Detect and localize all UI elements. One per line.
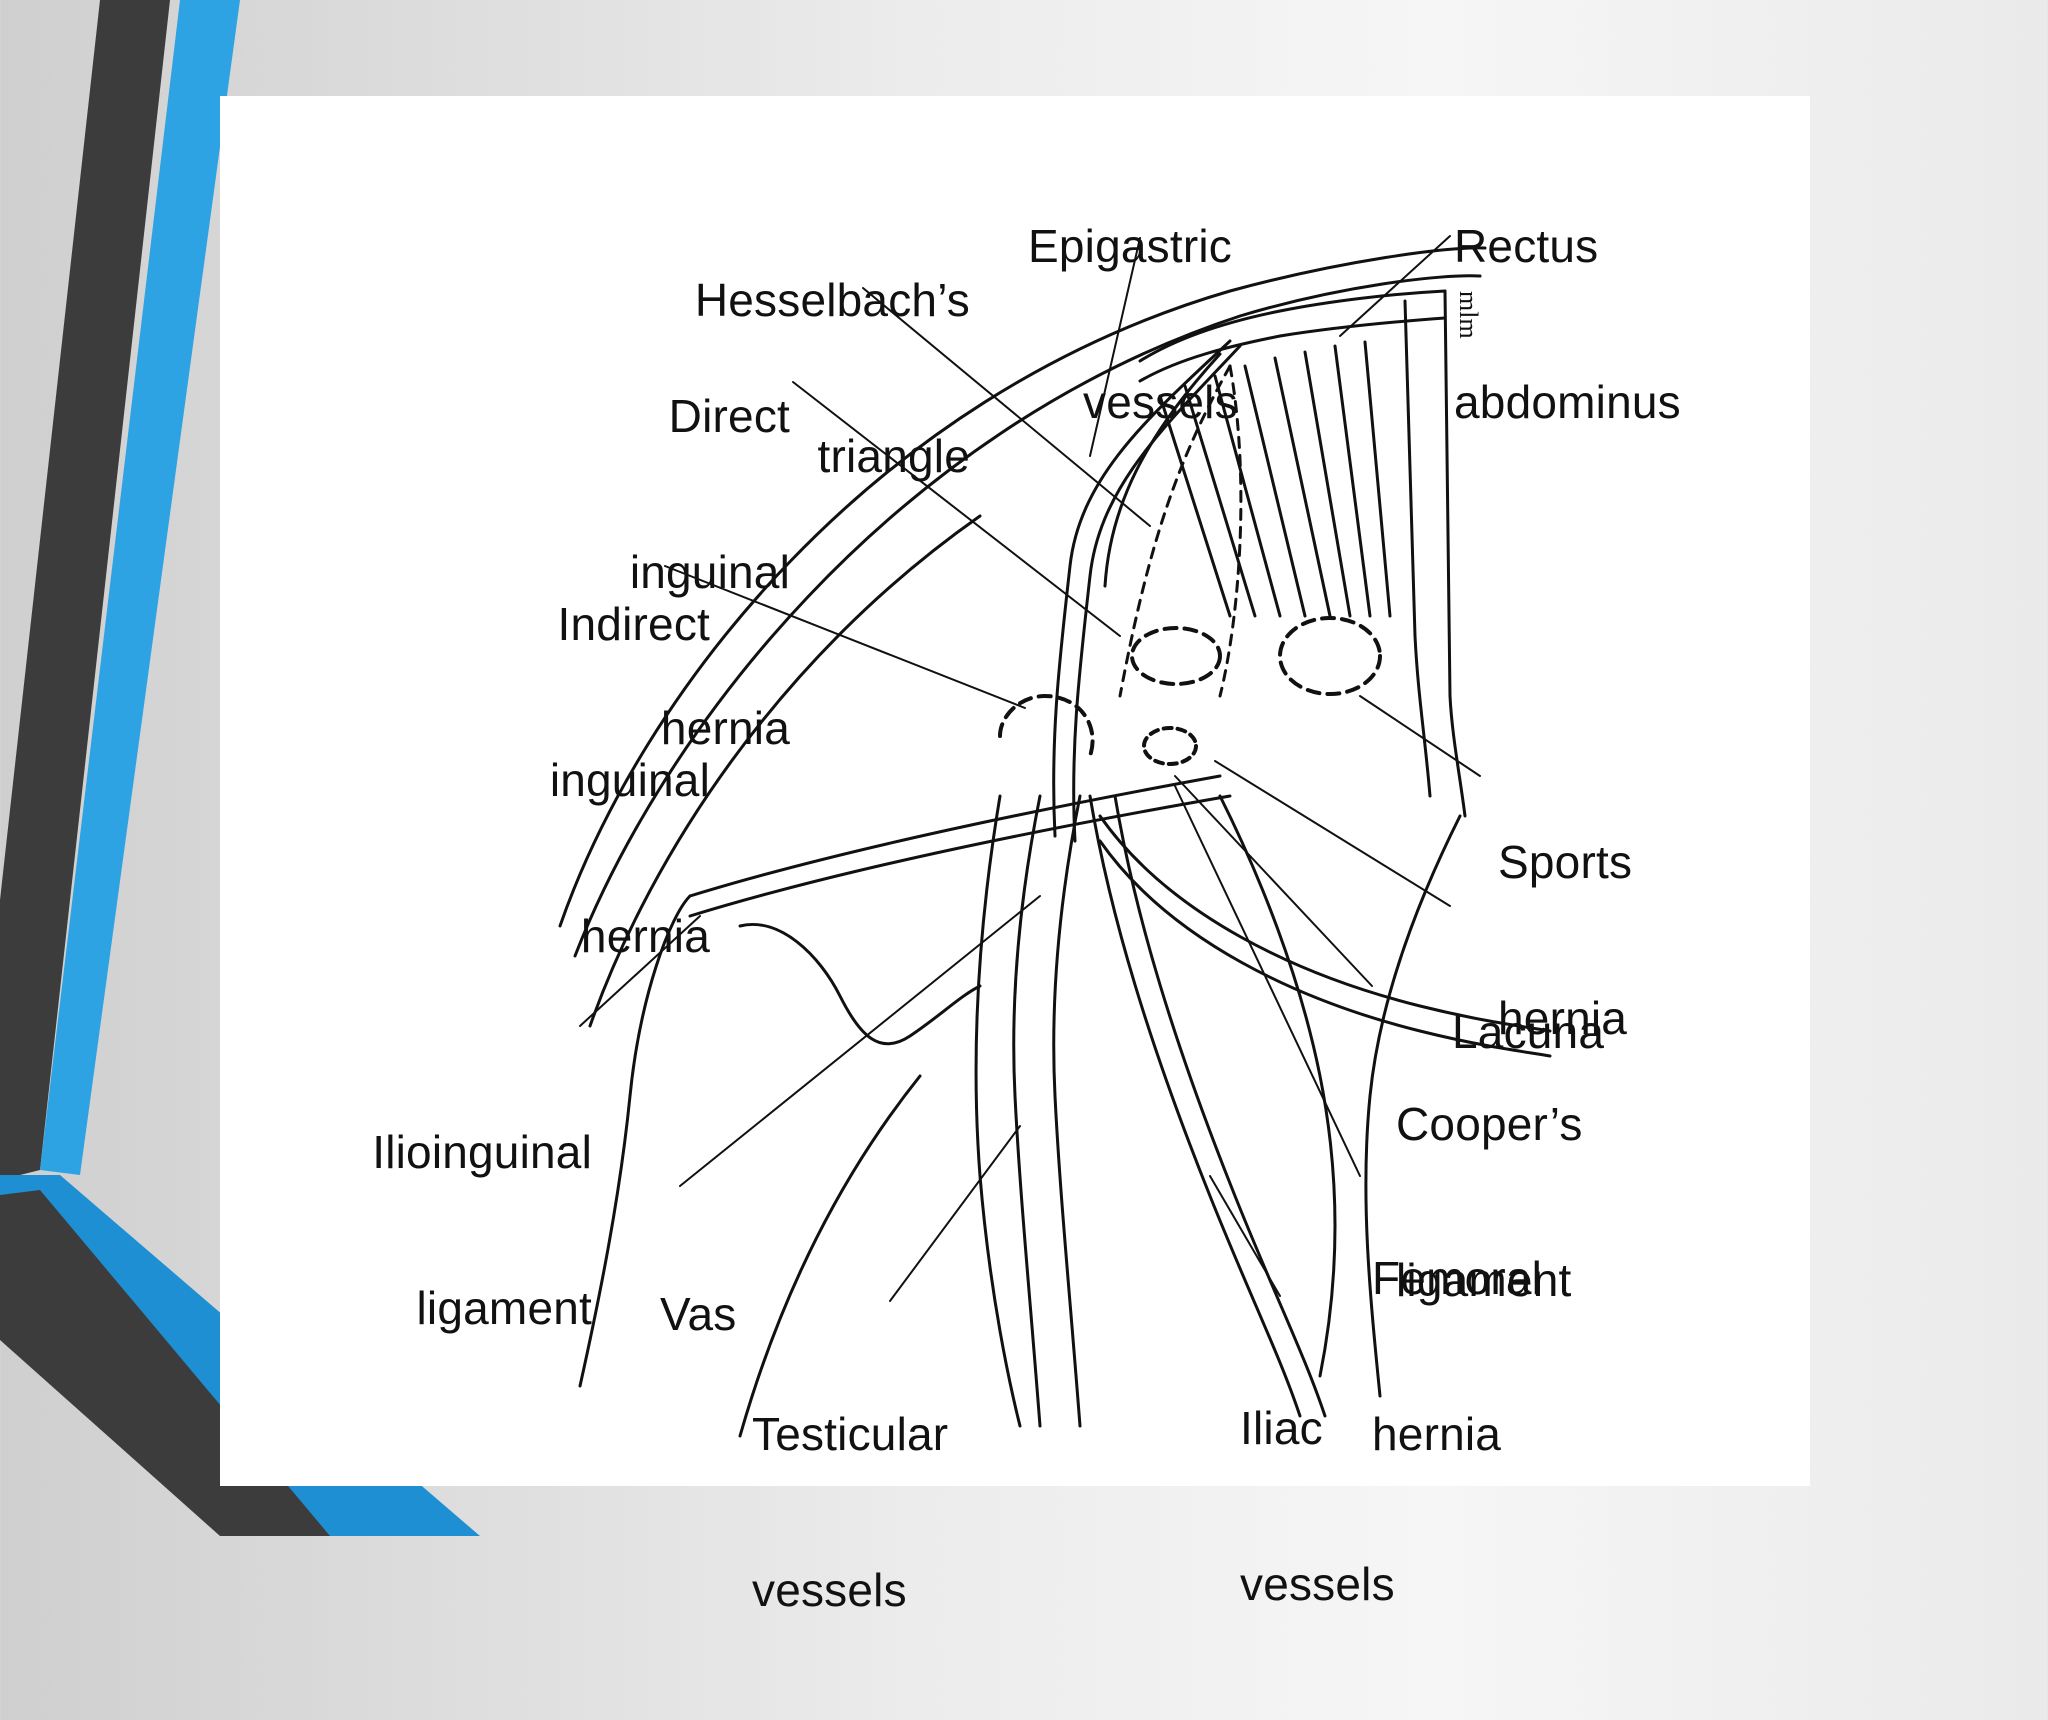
blue-ribbon [40,0,240,1175]
label-iliac-vessels: Iliac vessels [1240,1402,1395,1610]
sports-hernia-oval [1278,616,1382,696]
rectus-fiber [1213,374,1282,618]
rectus-fiber [1363,340,1392,618]
leader-hesselbach [862,287,1151,527]
leader-femoral [1174,785,1361,1177]
iliac-crest-2 [738,923,982,1046]
rectus-segments [1138,289,1447,363]
label-vas: Vas [660,1288,737,1340]
epigastric-vessel [1072,344,1242,843]
indirect-hernia-arc [998,694,1095,758]
inguinal-ligament [688,774,1222,898]
leader-indirect [664,565,1026,709]
leader-iliac [1209,1175,1281,1297]
hesselbach-triangle-outline [1218,364,1243,698]
label-ilioinguinal-ligament: Ilioinguinal ligament [372,1126,592,1334]
iliac-vessel [1098,814,1552,1033]
abdominal-wall-outer [558,246,1487,928]
label-direct-inguinal-hernia: Direct inguinal hernia [629,390,790,754]
rectus-fiber [1158,394,1232,618]
iliac-crest [578,894,692,1388]
leader-sports [1359,695,1481,777]
leader-testicular [889,1125,1021,1302]
leader-rectus [1339,235,1451,337]
abdominal-wall-inner2 [588,514,982,1028]
rectus-right-edge [1443,289,1467,818]
rectus-right-edge-2 [1403,299,1432,798]
vas-deferens [1012,794,1042,1428]
leader-ilioinguinal [579,915,701,1027]
leader-direct [792,381,1121,637]
testicular-vessel [1088,794,1302,1418]
leader-coopers [1174,775,1373,987]
hesselbach-triangle-outline [1118,364,1232,698]
diagram-panel: mlm Epigastric vessels Rectus abdominus … [220,96,1810,1616]
leader-lacuna [1214,760,1451,907]
label-hesselbachs-triangle: Hesselbach’s triangle [694,274,970,482]
femoral-contour [1218,794,1337,1378]
epigastric-vessel [1103,352,1222,588]
lower-contour [738,1074,922,1438]
leader-epigastric [1089,237,1141,457]
label-femoral-hernia: Femoral hernia [1372,1252,1543,1460]
rectus-fiber [1303,350,1352,618]
label-lacuna: Lacuna [1452,1006,1605,1058]
label-rectus-abdominus: Rectus abdominus [1454,220,1681,428]
rectus-fiber [1333,344,1372,618]
inguinal-ligament [688,794,1232,918]
label-sports-hernia: Sports hernia [1498,836,1633,1044]
direct-hernia-oval [1130,626,1222,686]
epigastric-vessel [1052,339,1232,838]
femoral-hernia-oval [1142,726,1198,766]
cord-outline [974,794,1022,1428]
testicular-vessel [1113,794,1327,1418]
vas-deferens [1052,794,1082,1428]
label-indirect-inguinal-hernia: Indirect inguinal hernia [549,598,710,962]
dark-ribbon [0,0,170,1180]
femoral-contour-2 [1364,814,1462,1398]
iliac-vessel [1098,839,1552,1058]
label-epigastric-vessels: Epigastric vessels [1028,220,1238,428]
abdominal-wall-inner [573,274,1482,958]
label-testicular-vessels: Testicular vessels [752,1408,949,1616]
leader-vas [679,895,1041,1187]
label-coopers-ligament: Cooper’s ligament [1396,1098,1583,1306]
inguinal-anatomy-drawing: mlm [558,235,1552,1438]
rectus-fiber [1243,364,1307,618]
rectus-fiber [1273,356,1332,618]
artist-signature: mlm [1454,291,1483,339]
rectus-fiber [1183,384,1257,618]
rectus-segments-lower [1138,316,1447,383]
